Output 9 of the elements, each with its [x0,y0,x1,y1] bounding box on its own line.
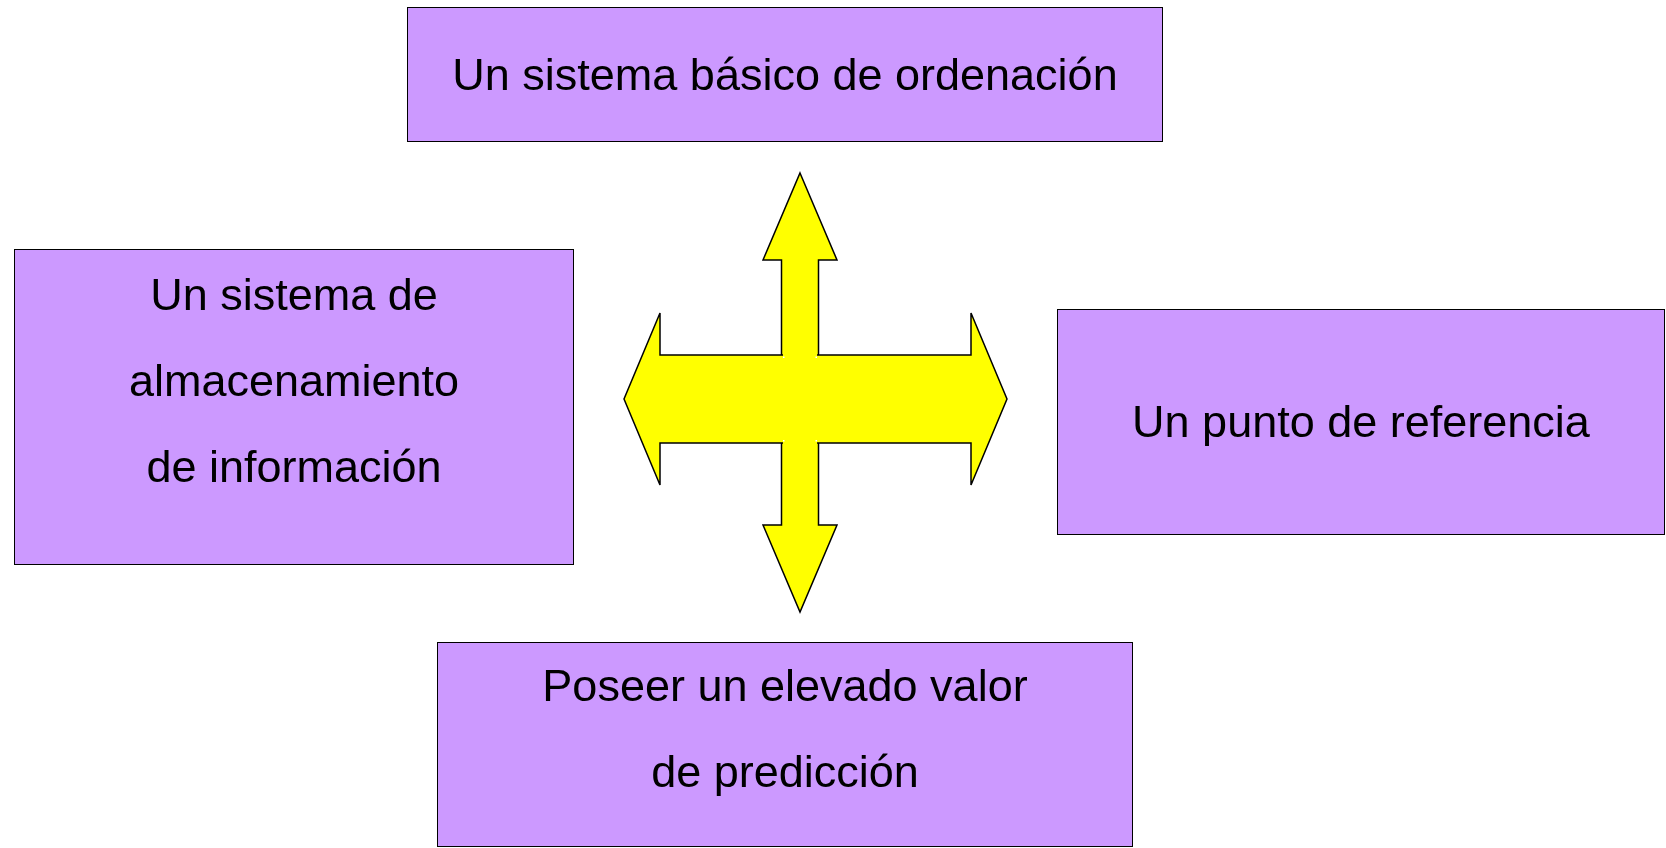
box-label: Un sistema básico de ordenación [452,47,1118,102]
box-label: Un sistema de almacenamiento de información [127,268,461,494]
text-box [14,249,574,565]
text-box [407,7,1163,142]
text-box [1057,309,1665,535]
text-box [437,642,1133,847]
double-arrow [623,312,1008,486]
box-label: Un punto de referencia [1132,395,1590,449]
box-label: Poseer un elevado valor de predicción [541,659,1029,799]
